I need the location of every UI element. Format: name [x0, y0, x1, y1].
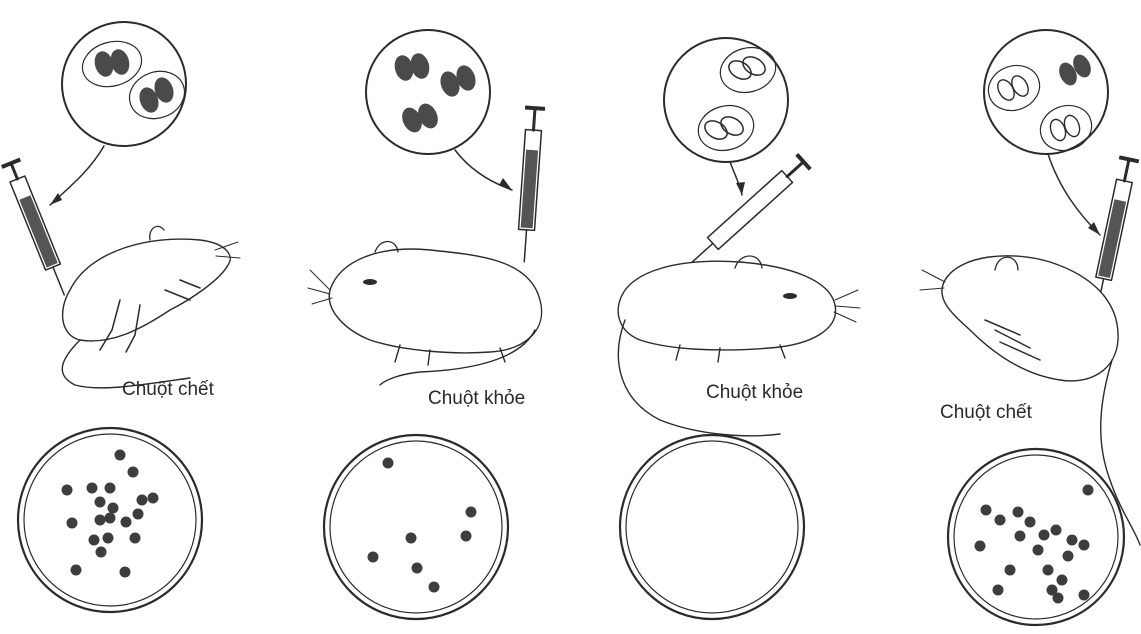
bacterial-colony [461, 531, 472, 542]
bacterial-colony [95, 497, 106, 508]
bacterial-colony [96, 547, 107, 558]
bacterial-colony [1025, 517, 1036, 528]
panel-2-petri-dish [324, 435, 508, 619]
bacterial-colony [383, 458, 394, 469]
bacterial-colony [133, 509, 144, 520]
bacterial-colony [1079, 540, 1090, 551]
panel-3-label: Chuột khỏe [706, 382, 803, 403]
bacterial-colony [1067, 535, 1078, 546]
bacterial-colony [368, 552, 379, 563]
panel-2-bacteria-circle [366, 30, 490, 154]
bacterial-colony [103, 533, 114, 544]
bacterial-colony [1053, 593, 1064, 604]
bacterial-colony [1015, 531, 1026, 542]
bacterial-colony [412, 563, 423, 574]
panel-3: Chuột khỏe [618, 38, 860, 619]
panel-3-mouse-healthy [618, 256, 860, 436]
panel-4-arrow [1048, 154, 1100, 235]
panel-1-mouse-dead [62, 226, 240, 388]
bacterial-colony [1079, 590, 1090, 601]
bacterial-colony [1043, 565, 1054, 576]
bacterial-colony [406, 533, 417, 544]
panel-3-bacteria-circle [664, 38, 788, 162]
bacterial-colony [120, 567, 131, 578]
panel-3-syringe [682, 153, 811, 272]
bacterial-colony [995, 515, 1006, 526]
panel-4-label: Chuột chết [940, 402, 1033, 423]
panel-1-bacteria-circle [62, 22, 191, 146]
bacterial-colony [981, 505, 992, 516]
panel-3-petri-dish [620, 435, 804, 619]
bacterial-colony [429, 582, 440, 593]
bacterial-colony [128, 467, 139, 478]
bacterial-colony [1005, 565, 1016, 576]
bacterial-colony [1039, 530, 1050, 541]
panel-2-label: Chuột khỏe [428, 388, 525, 409]
bacterial-colony [87, 483, 98, 494]
bacterial-colony [130, 533, 141, 544]
panel-2-mouse-healthy [308, 242, 542, 386]
bacterial-colony [89, 535, 100, 546]
panel-1: Chuột chết [1, 22, 240, 612]
panel-4: Chuột chết [920, 30, 1140, 625]
bacterial-colony [1083, 485, 1094, 496]
bacterial-colony [137, 495, 148, 506]
bacterial-colony [975, 541, 986, 552]
bacterial-colony [1057, 575, 1068, 586]
bacterial-colony [466, 507, 477, 518]
bacterial-colony [67, 518, 78, 529]
panel-1-syringe [1, 158, 73, 299]
panel-1-label: Chuột chết [122, 379, 215, 400]
bacterial-colony [993, 585, 1004, 596]
bacterial-colony [62, 485, 73, 496]
panel-4-bacteria-circle [982, 30, 1108, 158]
bacterial-colony [1033, 545, 1044, 556]
panel-4-petri-dish [948, 449, 1124, 625]
bacterial-colony [105, 513, 116, 524]
panel-2-syringe [514, 105, 545, 262]
bacterial-colony [1051, 525, 1062, 536]
panel-2: Chuột khỏe [308, 30, 545, 619]
bacterial-colony [121, 517, 132, 528]
bacterial-colony [95, 515, 106, 526]
bacterial-colony [1063, 551, 1074, 562]
bacterial-colony [71, 565, 82, 576]
panel-1-petri-dish [18, 428, 202, 612]
bacterial-colony [115, 450, 126, 461]
bacterial-colony [105, 483, 116, 494]
bacterial-colony [1013, 507, 1024, 518]
bacterial-colony [148, 493, 159, 504]
bacterial-colony [108, 503, 119, 514]
